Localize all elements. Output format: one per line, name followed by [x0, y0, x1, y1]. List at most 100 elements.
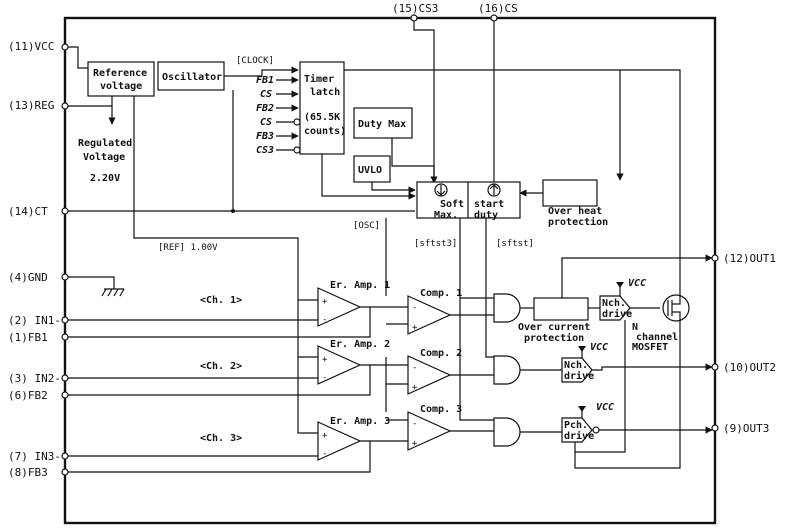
pin-fb2: (6)FB2	[8, 389, 69, 402]
svg-text:-: -	[412, 419, 417, 429]
comparator-3: - + Comp. 3	[407, 404, 462, 451]
error-amp-3: + - Er. Amp. 3	[317, 416, 390, 461]
mosfet-label: MOSFET	[632, 342, 668, 353]
pch-drive	[561, 417, 593, 443]
uvlo-label: UVLO	[358, 165, 382, 176]
svg-text:(10)OUT2: (10)OUT2	[723, 361, 776, 374]
over-current-label: Over current	[518, 322, 590, 333]
over-heat-label: Over heat	[548, 206, 602, 217]
svg-text:(12)OUT1: (12)OUT1	[723, 252, 776, 265]
vcc-mark-1: VCC	[628, 278, 646, 289]
svg-text:CS: CS	[260, 89, 272, 100]
and-gate-1	[493, 293, 521, 323]
svg-text:FB1: FB1	[256, 75, 274, 86]
svg-text:(9)OUT3: (9)OUT3	[723, 422, 769, 435]
svg-text:drive: drive	[564, 430, 594, 442]
svg-text:Comp. 1: Comp. 1	[420, 288, 462, 299]
svg-text:Pch.: Pch.	[564, 420, 588, 431]
mosfet-n-label: N	[632, 322, 638, 333]
duty-label: duty	[474, 210, 498, 221]
channel-3-label: <Ch. 3>	[200, 433, 242, 444]
latch-label: latch	[310, 87, 340, 98]
svg-text:+: +	[412, 323, 418, 333]
pin-reg: (13)REG	[8, 99, 69, 112]
svg-text:(11)VCC: (11)VCC	[8, 40, 54, 53]
timer-label: Timer	[304, 73, 334, 85]
svg-text:-: -	[322, 315, 327, 325]
svg-text:(15)CS3: (15)CS3	[392, 2, 438, 15]
svg-text:(4)GND: (4)GND	[8, 271, 48, 284]
pin-out3: (9)OUT3	[711, 422, 769, 435]
reference-label: Reference	[93, 68, 147, 79]
comparator-1: - + Comp. 1	[407, 288, 462, 335]
duty-max-label: Duty Max	[358, 119, 406, 130]
pin-out1: (12)OUT1	[711, 252, 776, 265]
sftst3-label: [sftst3]	[414, 239, 457, 249]
svg-text:(2) IN1-: (2) IN1-	[8, 314, 61, 327]
counts-label: counts)	[304, 126, 346, 137]
pin-in2: (3) IN2-	[8, 372, 69, 385]
protection-label: protection	[548, 216, 608, 228]
soft-label: Soft	[440, 199, 464, 210]
svg-text:+: +	[412, 383, 418, 393]
pin-vcc: (11)VCC	[8, 40, 69, 53]
sftst-label: [sftst]	[496, 239, 534, 249]
svg-text:drive: drive	[602, 308, 632, 320]
svg-text:Er. Amp. 3: Er. Amp. 3	[330, 416, 390, 427]
svg-text:(7) IN3-: (7) IN3-	[8, 450, 61, 463]
nch-drive-2	[561, 357, 593, 383]
svg-text:Er. Amp. 1: Er. Amp. 1	[330, 280, 390, 291]
comparator-2: - + Comp. 2	[407, 348, 462, 395]
channel-1-label: <Ch. 1>	[200, 295, 242, 306]
oscillator-block	[157, 61, 225, 91]
svg-text:CS3: CS3	[256, 145, 274, 156]
over-current-protection-label: protection	[524, 332, 584, 344]
pin-out2: (10)OUT2	[711, 361, 776, 374]
svg-text:Comp. 2: Comp. 2	[420, 348, 462, 359]
svg-text:Er. Amp. 2: Er. Amp. 2	[330, 339, 390, 350]
svg-text:-: -	[412, 303, 417, 313]
nch-drive-1	[599, 295, 631, 321]
svg-text:-: -	[322, 373, 327, 383]
svg-text:Nch.: Nch.	[564, 360, 588, 371]
counts-value: (65.5K	[304, 112, 340, 123]
svg-text:drive: drive	[564, 370, 594, 382]
ground-symbol	[68, 276, 125, 297]
svg-text:CS: CS	[260, 117, 272, 128]
error-amp-2: + - Er. Amp. 2	[317, 339, 390, 385]
svg-text:(14)CT: (14)CT	[8, 205, 48, 218]
and-gate-3	[493, 417, 521, 447]
svg-text:FB3: FB3	[256, 131, 274, 142]
svg-text:-: -	[412, 363, 417, 373]
svg-text:+: +	[322, 431, 328, 441]
regulated-label: Regulated	[78, 138, 132, 149]
ref-label: [REF] 1.00V	[158, 243, 218, 253]
svg-text:(16)CS: (16)CS	[478, 2, 518, 15]
regulated-voltage-label: Voltage	[83, 152, 125, 163]
pin-fb1: (1)FB1	[8, 331, 69, 344]
over-heat-block	[542, 179, 598, 207]
reference-voltage-block	[87, 61, 155, 97]
channel-2-label: <Ch. 2>	[200, 361, 242, 372]
vcc-mark-3: VCC	[596, 402, 614, 413]
svg-text:(1)FB1: (1)FB1	[8, 331, 48, 344]
and-gate-2	[493, 355, 521, 385]
osc-label: [OSC]	[353, 221, 380, 231]
duty-max-block	[353, 107, 413, 139]
oscillator-label: Oscillator	[162, 71, 222, 83]
timer-inputs: FB1 CS FB2 CS FB3 CS3	[256, 75, 301, 156]
uvlo-block	[353, 155, 391, 183]
pin-gnd: (4)GND	[8, 271, 69, 284]
mosfet-channel-label: channel	[636, 332, 678, 343]
svg-text:(6)FB2: (6)FB2	[8, 389, 48, 402]
pin-in1: (2) IN1-	[8, 314, 69, 327]
svg-text:(8)FB3: (8)FB3	[8, 466, 48, 479]
svg-text:Nch.: Nch.	[602, 298, 626, 309]
svg-text:Comp. 3: Comp. 3	[420, 404, 462, 415]
pin-ct: (14)CT	[8, 205, 69, 218]
clock-label: [CLOCK]	[236, 56, 274, 66]
vcc-mark-2: VCC	[590, 342, 608, 353]
svg-text:+: +	[322, 297, 328, 307]
over-current-block	[533, 297, 589, 321]
